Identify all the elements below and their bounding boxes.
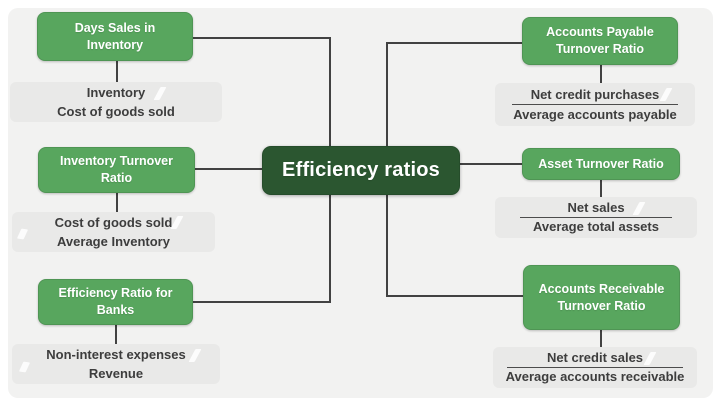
node-inventory-turnover-ratio: Inventory Turnover Ratio xyxy=(38,147,195,193)
node-asset-turnover-ratio: Asset Turnover Ratio xyxy=(522,148,680,180)
pen-mark-icon xyxy=(18,361,31,373)
node-label: Days Sales in Inventory xyxy=(74,20,156,52)
node-label: Accounts Payable Turnover Ratio xyxy=(546,25,654,56)
center-node-label: Efficiency ratios xyxy=(282,159,440,181)
node-accounts-receivable-turnover-ratio: Accounts Receivable Turnover Ratio xyxy=(523,265,680,330)
fraction-denominator: Average accounts receivable xyxy=(505,369,685,385)
formula-efficiency-ratio-for-banks: Non-interest expenses Revenue xyxy=(12,344,220,384)
fraction-numerator: Net credit purchases xyxy=(530,86,660,102)
pen-mark-icon xyxy=(16,228,29,240)
fraction-divider xyxy=(512,103,678,106)
node-label: Efficiency Ratio for Banks xyxy=(58,286,173,317)
fraction-divider xyxy=(520,217,672,218)
fraction-denominator: Average Inventory xyxy=(57,233,170,249)
pen-mark-icon xyxy=(153,87,167,100)
pen-mark-icon xyxy=(659,88,673,101)
stub-right-top xyxy=(600,65,602,83)
fraction-numerator: Net sales xyxy=(567,200,625,215)
pen-mark-icon xyxy=(188,349,202,362)
node-accounts-payable-turnover-ratio: Accounts Payable Turnover Ratio xyxy=(522,17,678,65)
stub-right-middle xyxy=(600,180,602,197)
node-label: Inventory Turnover Ratio xyxy=(60,154,173,185)
node-label: Asset Turnover Ratio xyxy=(538,156,664,171)
connector-left-bottom xyxy=(193,301,331,303)
connector-left-top xyxy=(193,37,331,39)
formula-days-sales-in-inventory: Inventory Cost of goods sold xyxy=(10,82,222,122)
fraction-numerator: Inventory xyxy=(86,84,146,100)
formula-asset-turnover-ratio: Net sales Average total assets xyxy=(495,197,697,238)
fraction-denominator: Average total assets xyxy=(533,219,659,235)
fraction-denominator: Average accounts payable xyxy=(513,106,677,122)
formula-accounts-receivable-turnover-ratio: Net credit sales Average accounts receiv… xyxy=(493,347,697,388)
connector-right-bottom xyxy=(386,295,524,297)
fraction-divider xyxy=(506,367,684,368)
formula-accounts-payable-turnover-ratio: Net credit purchases Average accounts pa… xyxy=(495,83,695,126)
fraction-numerator: Net credit sales xyxy=(546,350,644,365)
fraction-numerator: Non-interest expenses xyxy=(46,346,186,362)
connector-right-top xyxy=(386,42,522,44)
fraction-denominator: Cost of goods sold xyxy=(57,103,175,119)
connector-right-middle xyxy=(460,163,522,165)
fraction-numerator: Cost of goods sold xyxy=(54,214,173,230)
stub-left-top xyxy=(116,61,118,82)
node-efficiency-ratio-for-banks: Efficiency Ratio for Banks xyxy=(38,279,193,325)
connector-left-middle xyxy=(193,168,264,170)
stub-left-bottom xyxy=(115,325,117,344)
pen-mark-icon xyxy=(632,202,646,215)
stub-left-middle xyxy=(116,193,118,212)
node-label: Accounts Receivable Turnover Ratio xyxy=(538,281,665,313)
pen-mark-icon xyxy=(170,216,184,229)
center-node-efficiency-ratios: Efficiency ratios xyxy=(262,146,460,195)
node-days-sales-in-inventory: Days Sales in Inventory xyxy=(37,12,193,61)
formula-inventory-turnover-ratio: Cost of goods sold Average Inventory xyxy=(12,212,215,252)
pen-mark-icon xyxy=(643,352,657,365)
stub-right-bottom xyxy=(600,330,602,347)
fraction-denominator: Revenue xyxy=(88,365,144,381)
